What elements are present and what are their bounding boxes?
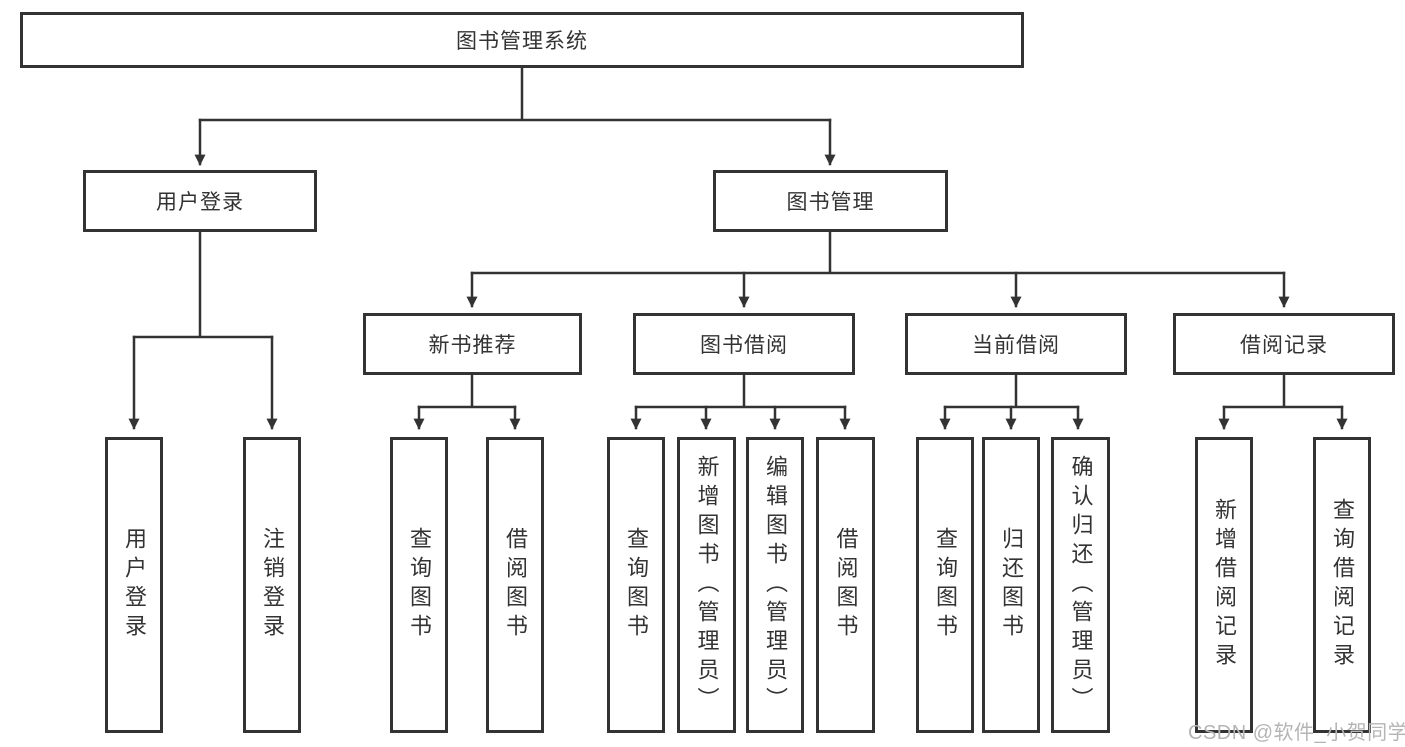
node-borrowing-records: 借阅记录 <box>1173 313 1395 375</box>
node-records-add-record: 新增借阅记录 <box>1195 437 1253 733</box>
node-label: 查询借阅记录 <box>1330 498 1355 672</box>
node-label: 注销登录 <box>260 527 285 643</box>
node-borrowing-query-books: 查询图书 <box>607 437 665 733</box>
node-borrowing-add-books-admin: 新增图书（管理员） <box>677 437 736 733</box>
node-current-borrowing: 当前借阅 <box>905 313 1127 375</box>
node-label: 用户登录 <box>156 191 244 214</box>
node-label: 图书管理 <box>786 191 875 214</box>
node-label: 查询图书 <box>624 527 649 643</box>
node-label: 借阅图书 <box>833 527 859 643</box>
node-label: 借阅图书 <box>503 527 528 643</box>
node-records-query-record: 查询借阅记录 <box>1313 437 1371 733</box>
node-current-return-books: 归还图书 <box>982 437 1040 733</box>
node-label: 图书借阅 <box>700 334 788 357</box>
node-borrowing-edit-books-admin: 编辑图书（管理员） <box>746 437 804 733</box>
node-label: 确认归还（管理员） <box>1068 454 1094 716</box>
node-label: 新增图书（管理员） <box>694 454 720 716</box>
node-recommend-query-books: 查询图书 <box>390 437 448 733</box>
node-label: 当前借阅 <box>972 334 1060 357</box>
node-label: 新增借阅记录 <box>1212 498 1237 672</box>
node-current-confirm-return-admin: 确认归还（管理员） <box>1051 437 1110 733</box>
node-login-user-login: 用户登录 <box>105 437 163 733</box>
node-recommend-borrow-books: 借阅图书 <box>486 437 544 733</box>
node-label: 新书推荐 <box>428 334 517 357</box>
node-system-root: 图书管理系统 <box>20 12 1024 68</box>
node-label: 归还图书 <box>999 527 1024 643</box>
node-book-borrowing: 图书借阅 <box>633 313 855 375</box>
node-label: 用户登录 <box>122 527 147 643</box>
node-label: 编辑图书（管理员） <box>763 454 788 716</box>
node-login-logout: 注销登录 <box>243 437 301 733</box>
node-book-management: 图书管理 <box>713 170 948 232</box>
connector-rails <box>132 66 1344 409</box>
csdn-watermark: CSDN @软件_小贺同学 <box>1188 722 1405 744</box>
node-label: 查询图书 <box>933 527 958 643</box>
node-user-login: 用户登录 <box>83 170 317 232</box>
node-new-book-recommend: 新书推荐 <box>363 313 582 375</box>
node-borrowing-borrow-books: 借阅图书 <box>816 437 875 733</box>
node-label: 借阅记录 <box>1240 334 1328 357</box>
node-current-query-books: 查询图书 <box>916 437 974 733</box>
node-label: 查询图书 <box>407 527 432 643</box>
node-label: 图书管理系统 <box>456 30 588 53</box>
